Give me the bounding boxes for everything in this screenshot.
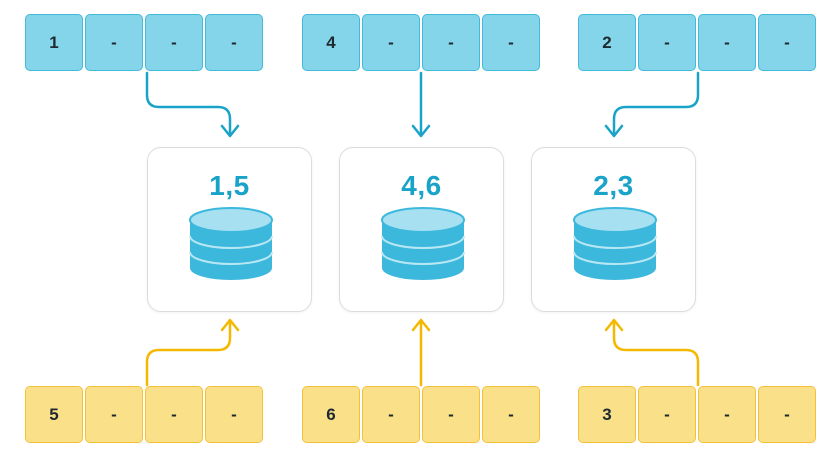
array-cell: - bbox=[422, 14, 480, 71]
array-cell: - bbox=[482, 386, 540, 443]
bottom-array-2: 6 - - - bbox=[302, 386, 540, 445]
arrow-bottom-3 bbox=[604, 318, 700, 387]
database-icon bbox=[381, 207, 465, 280]
storage-node-2: 4,6 bbox=[339, 147, 504, 312]
arrow-bottom-1 bbox=[145, 318, 240, 387]
top-array-3: 2 - - - bbox=[578, 14, 816, 73]
array-cell: - bbox=[422, 386, 480, 443]
arrow-top-3 bbox=[604, 71, 700, 138]
array-cell: - bbox=[758, 386, 816, 443]
storage-node-1: 1,5 bbox=[147, 147, 312, 312]
array-cell: - bbox=[362, 386, 420, 443]
storage-node-3: 2,3 bbox=[531, 147, 696, 312]
bottom-array-3: 3 - - - bbox=[578, 386, 816, 445]
array-cell: 6 bbox=[302, 386, 360, 443]
array-cell: 3 bbox=[578, 386, 636, 443]
array-cell: - bbox=[145, 14, 203, 71]
database-icon bbox=[189, 207, 273, 280]
array-cell: 1 bbox=[25, 14, 83, 71]
array-cell: - bbox=[698, 14, 756, 71]
arrow-top-1 bbox=[145, 71, 240, 138]
top-array-1: 1 - - - bbox=[25, 14, 263, 73]
node-label: 1,5 bbox=[209, 170, 250, 201]
array-cell: - bbox=[638, 386, 696, 443]
top-array-2: 4 - - - bbox=[302, 14, 540, 73]
arrow-top-2 bbox=[411, 71, 431, 138]
array-cell: 5 bbox=[25, 386, 83, 443]
array-cell: - bbox=[362, 14, 420, 71]
database-icon bbox=[573, 207, 657, 280]
array-cell: - bbox=[482, 14, 540, 71]
array-cell: - bbox=[85, 14, 143, 71]
bottom-array-1: 5 - - - bbox=[25, 386, 263, 445]
array-cell: - bbox=[205, 386, 263, 443]
array-cell: - bbox=[758, 14, 816, 71]
arrow-bottom-2 bbox=[411, 318, 431, 387]
array-cell: - bbox=[205, 14, 263, 71]
node-label: 4,6 bbox=[401, 170, 442, 201]
array-cell: - bbox=[698, 386, 756, 443]
node-label: 2,3 bbox=[593, 170, 634, 201]
array-cell: - bbox=[638, 14, 696, 71]
array-cell: - bbox=[85, 386, 143, 443]
array-cell: - bbox=[145, 386, 203, 443]
array-cell: 4 bbox=[302, 14, 360, 71]
array-cell: 2 bbox=[578, 14, 636, 71]
